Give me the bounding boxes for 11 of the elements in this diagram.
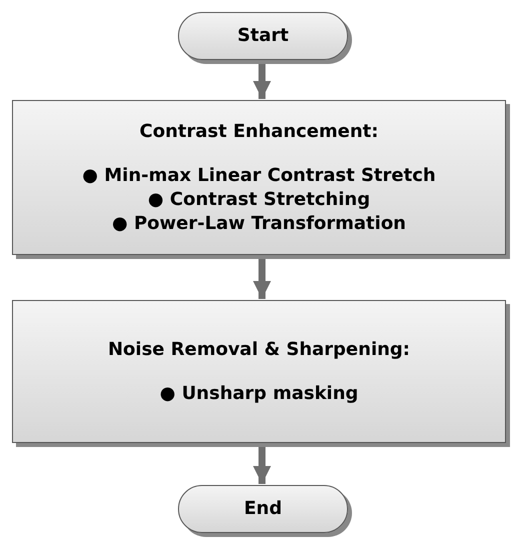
bullet-item: ● Contrast Stretching [148,188,370,212]
box-heading: Contrast Enhancement: [140,120,378,144]
arrow [252,64,272,99]
bullet-item: ● Unsharp masking [160,382,358,406]
box-heading: Noise Removal & Sharpening: [108,338,410,362]
bullet-item: ● Min-max Linear Contrast Stretch [82,164,436,188]
arrow [252,259,272,299]
terminal-label: End [244,497,282,521]
arrow [252,447,272,484]
bullet-item: ● Power-Law Transformation [112,212,406,236]
terminal-label: Start [237,24,289,48]
